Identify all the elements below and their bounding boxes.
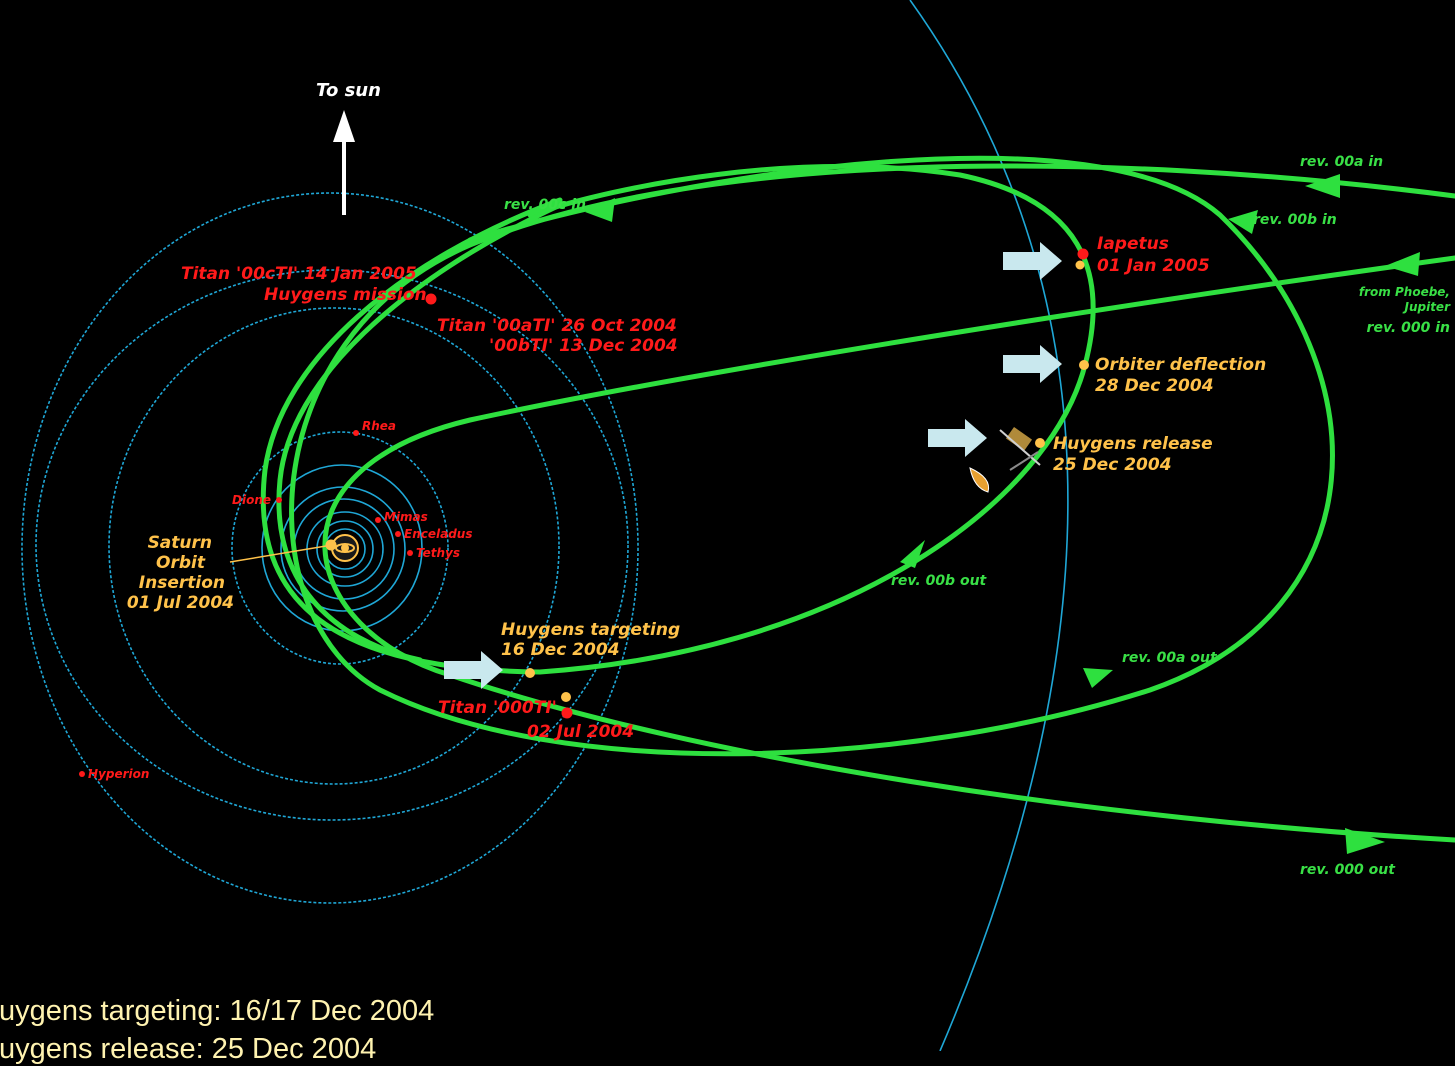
rev-000-in-arrowhead [1385, 252, 1420, 276]
hyperion-orbit [21, 192, 639, 904]
soi-line-4: 01 Jul 2004 [127, 593, 234, 613]
rev-00c-in-label: rev. 00c in [504, 197, 586, 213]
release-dot [1035, 438, 1045, 448]
saturn-soi-label: Saturn Orbit Insertion 01 Jul 2004 [127, 533, 234, 613]
tethys-dot [407, 550, 413, 556]
rev-000-in-label: rev. 000 in [1367, 320, 1450, 336]
rev-00b-in-arrowhead [1228, 210, 1258, 234]
iapetus-callout-arrow [1003, 242, 1062, 280]
titan-00ati-label: Titan '00aTI' 26 Oct 2004 [437, 316, 677, 336]
iapetus-date-label: 01 Jan 2005 [1097, 256, 1210, 276]
saturn-planet [331, 534, 359, 562]
release-date-label: 25 Dec 2004 [1053, 455, 1172, 475]
titan-000ti-orange-dot [561, 692, 571, 702]
soi-dot [325, 539, 337, 551]
footer-line-1: Huygens targeting: 16/17 Dec 2004 [0, 995, 435, 1027]
ring-orbit-1 [316, 520, 374, 578]
rev-00a-out-label: rev. 00a out [1122, 650, 1218, 666]
to-sun-arrow [333, 110, 355, 215]
rev-000-out-arrowhead [1345, 828, 1385, 854]
rhea-label: Rhea [362, 419, 396, 433]
event-labels: Orbiter deflection 28 Dec 2004 Huygens r… [501, 355, 1266, 660]
event-markers [325, 248, 1089, 719]
deflection-date-label: 28 Dec 2004 [1095, 376, 1214, 396]
soi-line-3: Insertion [139, 573, 225, 593]
footer-line-2: Huygens release: 25 Dec 2004 [0, 1033, 377, 1065]
titan-labels: Titan '00cTI' 14 Jan 2005 Huygens missio… [181, 234, 1210, 742]
hyperion-dot [79, 771, 85, 777]
rev-00b-out-arrowhead [900, 540, 925, 568]
moon-markers [79, 430, 413, 777]
direction-arrows [585, 174, 1420, 854]
phoebe-orbit-arc [909, 0, 1069, 1051]
titan-000ti-label: Titan '000TI' [438, 698, 557, 718]
release-callout-arrow [928, 419, 987, 457]
targeting-name-label: Huygens targeting [501, 620, 680, 640]
rev-00a-in-arrowhead [1305, 174, 1340, 198]
enceladus-dot [395, 531, 401, 537]
soi-leader-line [229, 545, 327, 563]
deflection-dot [1079, 360, 1089, 370]
targeting-callout-arrow [444, 651, 503, 689]
deflection-name-label: Orbiter deflection [1095, 355, 1266, 375]
trajectories [260, 155, 1455, 843]
deflection-callout-arrow [1003, 345, 1062, 383]
huygens-probe-icon [969, 467, 990, 493]
moon-labels: Rhea Dione Mimas Enceladus Tethys Hyperi… [88, 419, 472, 781]
enceladus-label: Enceladus [404, 527, 472, 541]
titan-00cti-label: Titan '00cTI' 14 Jan 2005 [181, 264, 417, 284]
titan-orbit [35, 269, 629, 821]
rev-00b-out-label: rev. 00b out [891, 573, 988, 589]
moon-orbits [21, 0, 1069, 1051]
rev-000-out-label: rev. 000 out [1300, 862, 1396, 878]
soi-line-1: Saturn [148, 533, 212, 553]
dione-dot [276, 497, 282, 503]
rev-00b-in-label: rev. 00b in [1253, 212, 1337, 228]
release-name-label: Huygens release [1053, 434, 1213, 454]
mimas-dot [375, 517, 381, 523]
cassini-spacecraft-icon [999, 426, 1041, 471]
rev-00a-in-label: rev. 00a in [1300, 154, 1383, 170]
dione-orbit [261, 464, 423, 632]
rev-00a-path [289, 155, 1455, 757]
huygens-mission-dot [425, 293, 437, 305]
huygens-mission-label: Huygens mission [264, 285, 427, 305]
iapetus-orange-dot [1075, 260, 1085, 270]
titan-000ti-date-label: 02 Jul 2004 [527, 722, 634, 742]
targeting-dot [525, 668, 535, 678]
titan-inner-orbit [108, 307, 560, 785]
rev-00a-out-arrowhead [1083, 668, 1113, 688]
mimas-label: Mimas [384, 510, 428, 524]
soi-line-2: Orbit [156, 553, 206, 573]
callout-arrows [444, 242, 1062, 689]
tethys-label: Tethys [416, 546, 460, 560]
iapetus-dot [1077, 248, 1089, 260]
from-phoebe-label: from Phoebe, [1359, 285, 1450, 299]
targeting-date-label: 16 Dec 2004 [501, 640, 620, 660]
to-sun-label: To sun [316, 80, 381, 101]
rhea-dot [353, 430, 359, 436]
from-phoebe-label-2: Jupiter [1402, 300, 1451, 314]
dione-label: Dione [232, 493, 271, 507]
rev-00b-path [260, 163, 1096, 675]
rev-000-path [322, 255, 1455, 843]
rhea-orbit [231, 431, 449, 665]
hyperion-label: Hyperion [88, 767, 149, 781]
rev-labels: rev. 00c in rev. 00a in rev. 00b in from… [504, 154, 1451, 878]
titan-000ti-red-dot [561, 707, 573, 719]
titan-00bti-label: '00bTI' 13 Dec 2004 [489, 336, 678, 356]
rev-00c-in-arrowhead [585, 198, 615, 222]
iapetus-name-label: Iapetus [1097, 234, 1169, 254]
rev-00c-path [276, 202, 563, 663]
